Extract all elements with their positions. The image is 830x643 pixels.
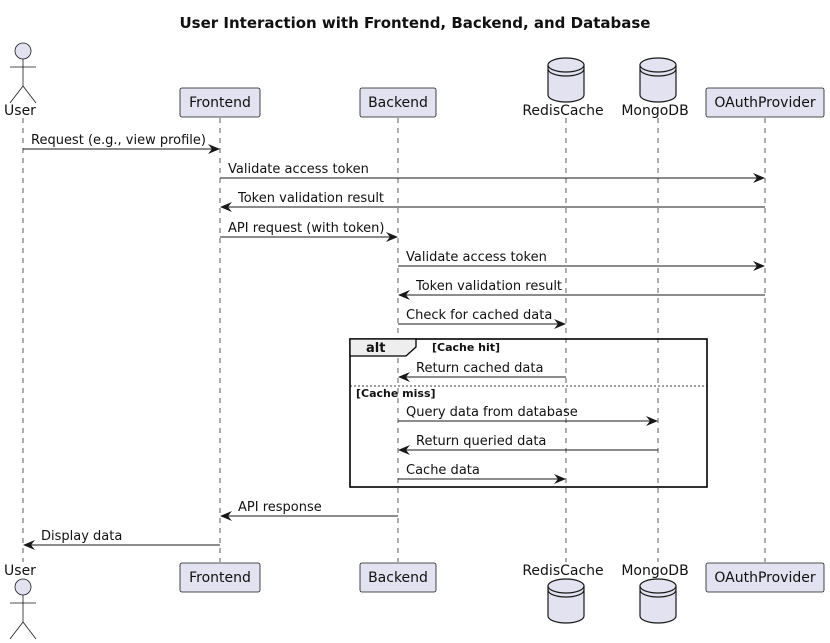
database-icon: [639, 57, 677, 103]
participant-label: MongoDB: [621, 563, 688, 579]
alt-keyword: alt: [366, 341, 385, 356]
message-2: Validate access token: [220, 162, 765, 183]
message-label: Return queried data: [416, 434, 546, 449]
messages: Request (e.g., view profile) Validate acc…: [23, 133, 765, 550]
participant-label: Backend: [368, 570, 428, 586]
diagram-title: User Interaction with Frontend, Backend,…: [180, 14, 651, 32]
alt-condition-cache-miss: [Cache miss]: [356, 387, 436, 400]
message-12: API response: [220, 500, 398, 521]
participant-label: MongoDB: [621, 103, 688, 119]
participant-backend-top: Backend: [359, 87, 437, 118]
alt-frame: alt [Cache hit] [Cache miss]: [349, 338, 708, 488]
message-4: API request (with token): [220, 221, 398, 242]
message-6: Token validation result: [398, 279, 765, 300]
alt-condition-cache-hit: [Cache hit]: [432, 341, 500, 354]
message-13: Display data: [23, 529, 220, 550]
participant-user-top: User: [4, 42, 37, 119]
participant-user-bottom: User: [4, 563, 37, 640]
database-icon: [639, 578, 677, 624]
message-label: API response: [238, 500, 322, 515]
message-label: Cache data: [406, 463, 480, 478]
message-5: Validate access token: [398, 250, 765, 271]
participant-label: OAuthProvider: [714, 95, 815, 111]
message-label: Token validation result: [237, 191, 384, 206]
message-label: Display data: [41, 529, 122, 544]
message-11: Cache data: [398, 463, 566, 484]
message-label: Request (e.g., view profile): [31, 133, 206, 148]
message-label: Validate access token: [406, 250, 547, 265]
participant-label: User: [4, 563, 36, 579]
participant-label: OAuthProvider: [714, 570, 815, 586]
participant-frontend-bottom: Frontend: [179, 562, 261, 593]
actor-icon: [9, 578, 37, 640]
participant-label: RedisCache: [522, 103, 603, 119]
participant-label: RedisCache: [522, 563, 603, 579]
message-label: Check for cached data: [406, 308, 552, 323]
participant-frontend-top: Frontend: [179, 87, 261, 118]
participant-label: User: [4, 103, 36, 119]
message-label: Validate access token: [228, 162, 369, 177]
alt-frame-tab: [349, 338, 417, 357]
message-3: Token validation result: [220, 191, 765, 212]
participants-bottom: User Frontend Backend RedisCache MongoDB OAut…: [4, 562, 825, 640]
message-label: Query data from database: [406, 405, 578, 420]
database-icon: [547, 57, 585, 103]
participant-rediscache-top: RedisCache: [522, 57, 604, 119]
message-label: Token validation result: [415, 279, 562, 294]
participant-label: Frontend: [189, 570, 251, 586]
alt-frame-border: [349, 338, 708, 488]
participant-backend-bottom: Backend: [359, 562, 437, 593]
message-1: Request (e.g., view profile): [23, 133, 220, 154]
message-label: API request (with token): [228, 221, 384, 236]
database-icon: [547, 578, 585, 624]
participant-oauthprovider-top: OAuthProvider: [705, 87, 825, 118]
participant-rediscache-bottom: RedisCache: [522, 563, 604, 624]
participant-label: Frontend: [189, 95, 251, 111]
participant-mongodb-top: MongoDB: [621, 57, 689, 119]
participant-mongodb-bottom: MongoDB: [621, 563, 689, 624]
message-label: Return cached data: [416, 361, 543, 376]
participant-oauthprovider-bottom: OAuthProvider: [705, 562, 825, 593]
message-8: Return cached data: [398, 361, 566, 382]
message-7: Check for cached data: [398, 308, 566, 329]
participant-label: Backend: [368, 95, 428, 111]
actor-icon: [9, 42, 37, 104]
message-9: Query data from database: [398, 405, 658, 426]
message-10: Return queried data: [398, 434, 658, 455]
